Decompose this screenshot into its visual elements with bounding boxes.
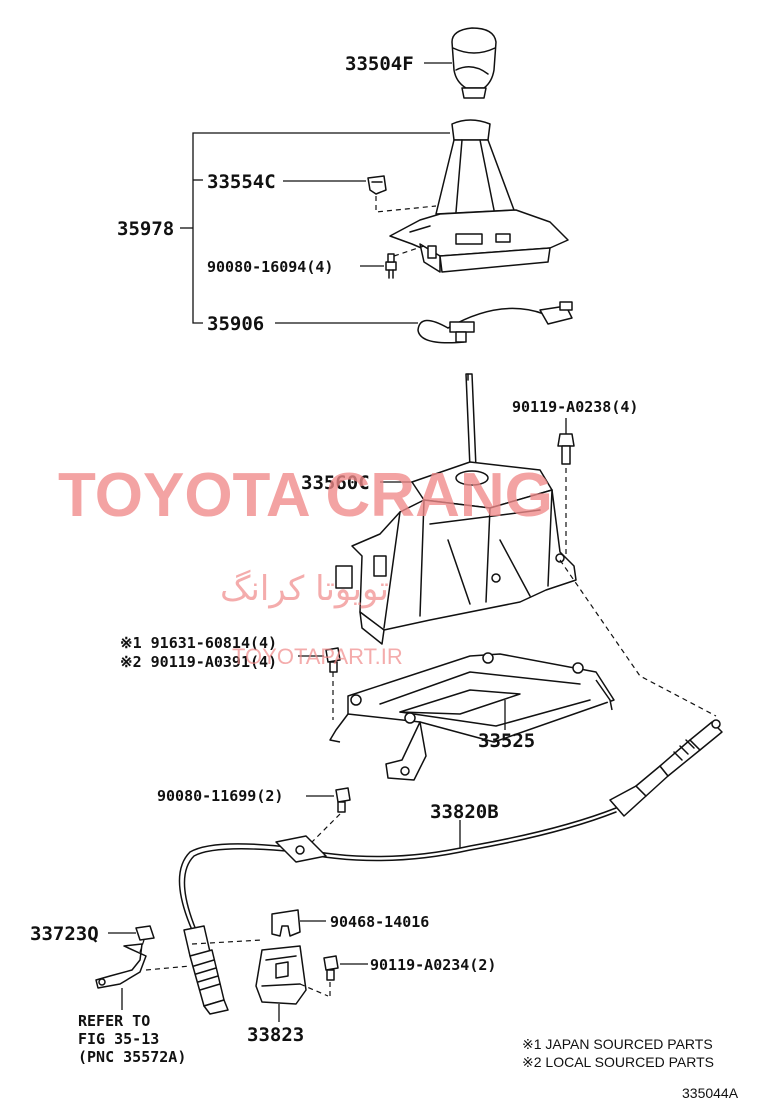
part-90119-a0391-label: ※2 90119-A0391(4) <box>120 653 277 671</box>
lever-to-cable-dashline <box>559 559 717 717</box>
wire-35906-drawing <box>417 301 573 344</box>
refer-line-1: REFER TO <box>78 1012 150 1030</box>
part-33820b-label: 33820B <box>430 801 499 823</box>
part-90119-a0238-label: 90119-A0238(4) <box>512 398 638 416</box>
refer-line-3: (PNC 35572A) <box>78 1048 186 1066</box>
part-90080-11699-label: 90080-11699(2) <box>157 787 283 805</box>
part-33525-label: 33525 <box>478 730 535 752</box>
nut-33723q-drawing <box>135 925 155 941</box>
bolt-90119-a0238-drawing <box>557 433 575 465</box>
stay-to-cable-dashline <box>145 965 191 971</box>
cable-33820b-drawing <box>178 719 723 1015</box>
part-90119-a0234-label: 90119-A0234(2) <box>370 956 496 974</box>
part-33554c-label: 33554C <box>207 171 276 193</box>
shift-boot-housing-drawing <box>389 119 569 273</box>
part-33823-label: 33823 <box>247 1024 304 1046</box>
watermark-persian: تویوتا کرانگ <box>220 569 389 609</box>
assembly-bracket <box>180 132 450 324</box>
clip-90468-14016-drawing <box>271 909 301 937</box>
refer-line-2: FIG 35-13 <box>78 1030 159 1048</box>
figure-code: 335044A <box>682 1085 739 1101</box>
shift-lever-assembly-drawing <box>335 373 577 645</box>
bolt-90119-a0234-drawing <box>323 955 339 981</box>
part-91631-60814-label: ※1 91631-60814(4) <box>120 634 277 652</box>
watermark-url: TOYOTAPART.IR <box>232 644 403 669</box>
clip-33554c-drawing <box>367 175 387 195</box>
note-local-sourced: ※2 LOCAL SOURCED PARTS <box>522 1054 714 1070</box>
watermark-main: TOYOTA CRANG <box>58 461 553 530</box>
cable-to-retainer-dashline <box>191 939 263 945</box>
note-japan-sourced: ※1 JAPAN SOURCED PARTS <box>522 1036 713 1052</box>
shift-knob-drawing <box>451 27 497 99</box>
part-33723q-label: 33723Q <box>30 923 99 945</box>
bolt-90080-16094-drawing <box>385 253 397 279</box>
clip-33554c-dashline <box>375 196 437 213</box>
bracket-33525-drawing <box>329 652 615 781</box>
part-35906-label: 35906 <box>207 313 264 335</box>
part-35978-label: 35978 <box>117 218 174 240</box>
bolt-91631-drawing <box>325 647 341 673</box>
stay-bracket-drawing <box>95 943 147 989</box>
bolt-90080-11699-drawing <box>335 787 351 813</box>
retainer-33823-drawing <box>255 945 307 1005</box>
part-33504f-label: 33504F <box>345 53 414 75</box>
part-90080-16094-label: 90080-16094(4) <box>207 258 333 276</box>
stay-dashline <box>139 939 145 953</box>
part-33560c-label: 33560C <box>301 472 370 494</box>
part-90468-14016-label: 90468-14016 <box>330 913 429 931</box>
